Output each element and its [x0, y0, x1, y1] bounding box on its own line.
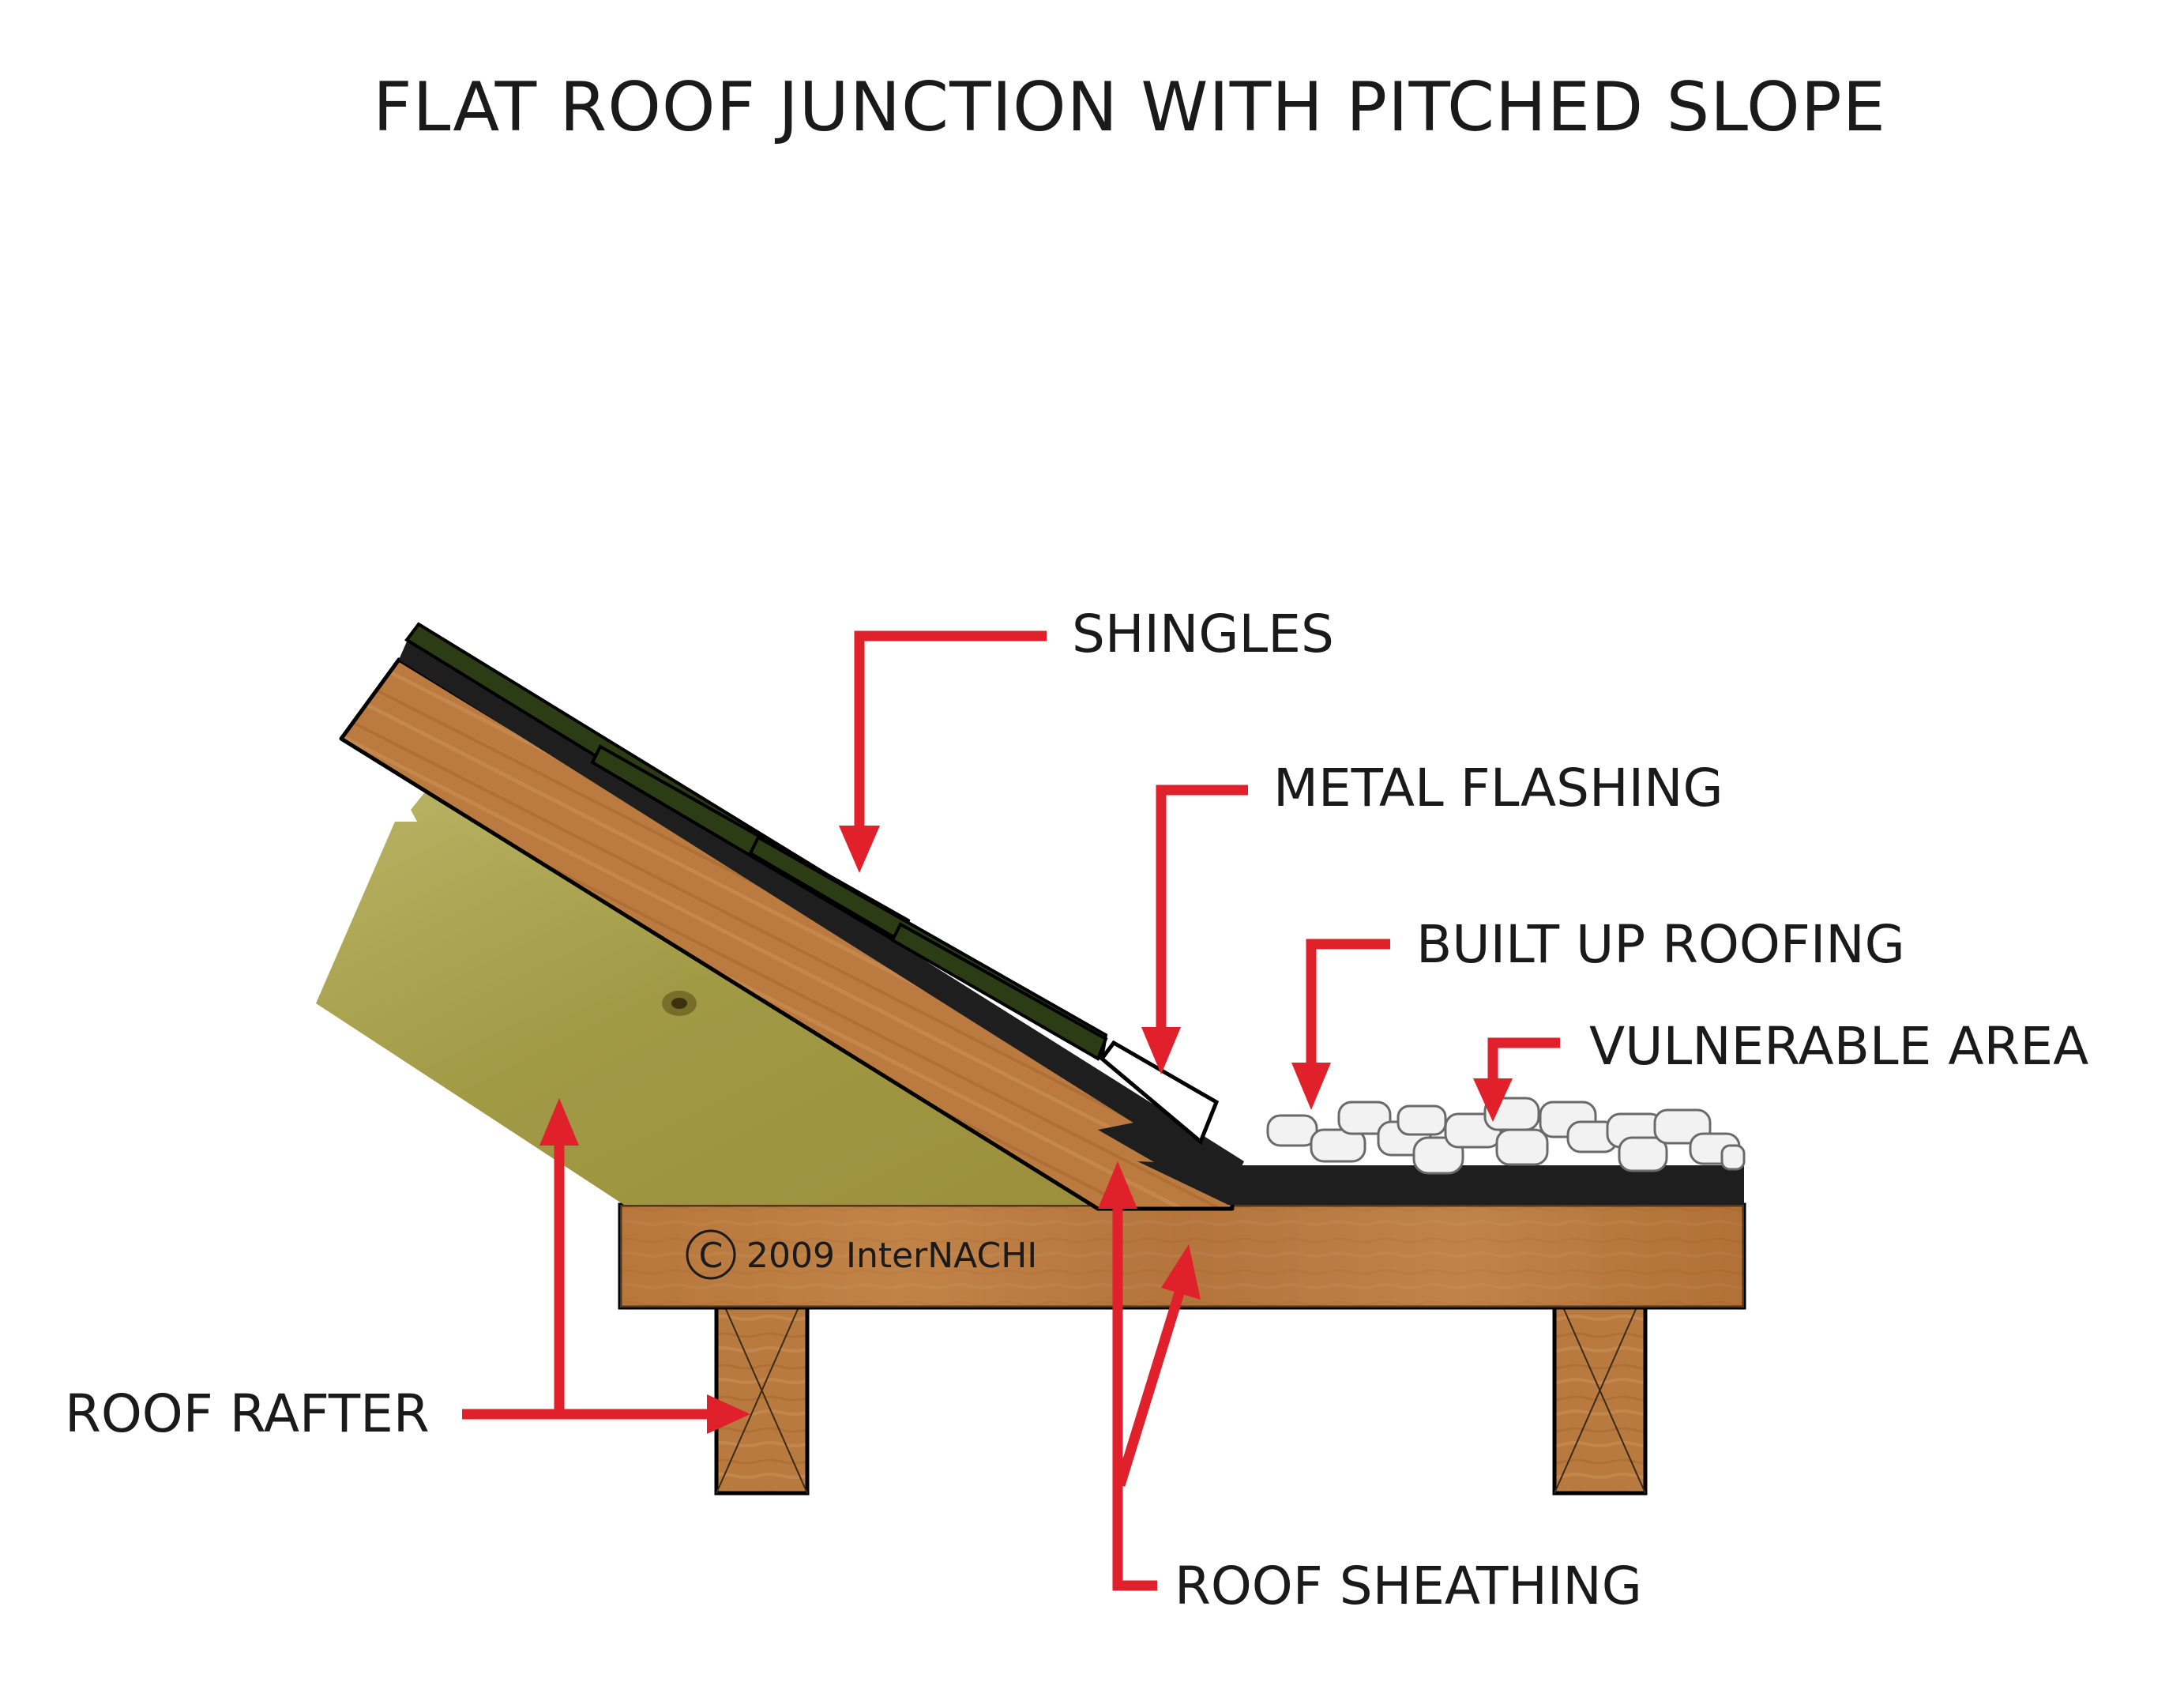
shingles-layer: [404, 622, 1108, 1062]
vulnerable-area-arrow: [1473, 1037, 1560, 1122]
label-roof-rafter: ROOF RAFTER: [65, 1383, 430, 1444]
diagram-title: FLAT ROOF JUNCTION WITH PITCHED SLOPE: [373, 68, 1886, 147]
built-up-membrane: [1137, 1161, 1744, 1205]
label-metal-flashing: METAL FLASHING: [1273, 758, 1724, 818]
copyright-symbol: C: [699, 1236, 724, 1276]
roof-sheathing-arrow: [1098, 1161, 1201, 1591]
rafter-post-right: [1552, 1285, 1648, 1496]
built-up-roofing-arrow: [1291, 939, 1390, 1110]
copyright-text: 2009 InterNACHI: [746, 1236, 1037, 1276]
label-built-up-roofing: BUILT UP ROOFING: [1416, 914, 1905, 975]
copyright-notice: C 2009 InterNACHI: [686, 1229, 1037, 1280]
gravel-layer: [1266, 1097, 1746, 1175]
label-shingles: SHINGLES: [1072, 604, 1334, 664]
label-roof-sheathing: ROOF SHEATHING: [1175, 1556, 1642, 1616]
rafter-post-left: [714, 1285, 810, 1496]
label-vulnerable-area: VULNERABLE AREA: [1589, 1016, 2088, 1077]
shingles-arrow: [839, 630, 1047, 873]
metal-flashing: [1099, 1040, 1220, 1146]
roof-rafter-arrow: [462, 1098, 750, 1434]
metal-flashing-arrow: [1141, 785, 1248, 1074]
